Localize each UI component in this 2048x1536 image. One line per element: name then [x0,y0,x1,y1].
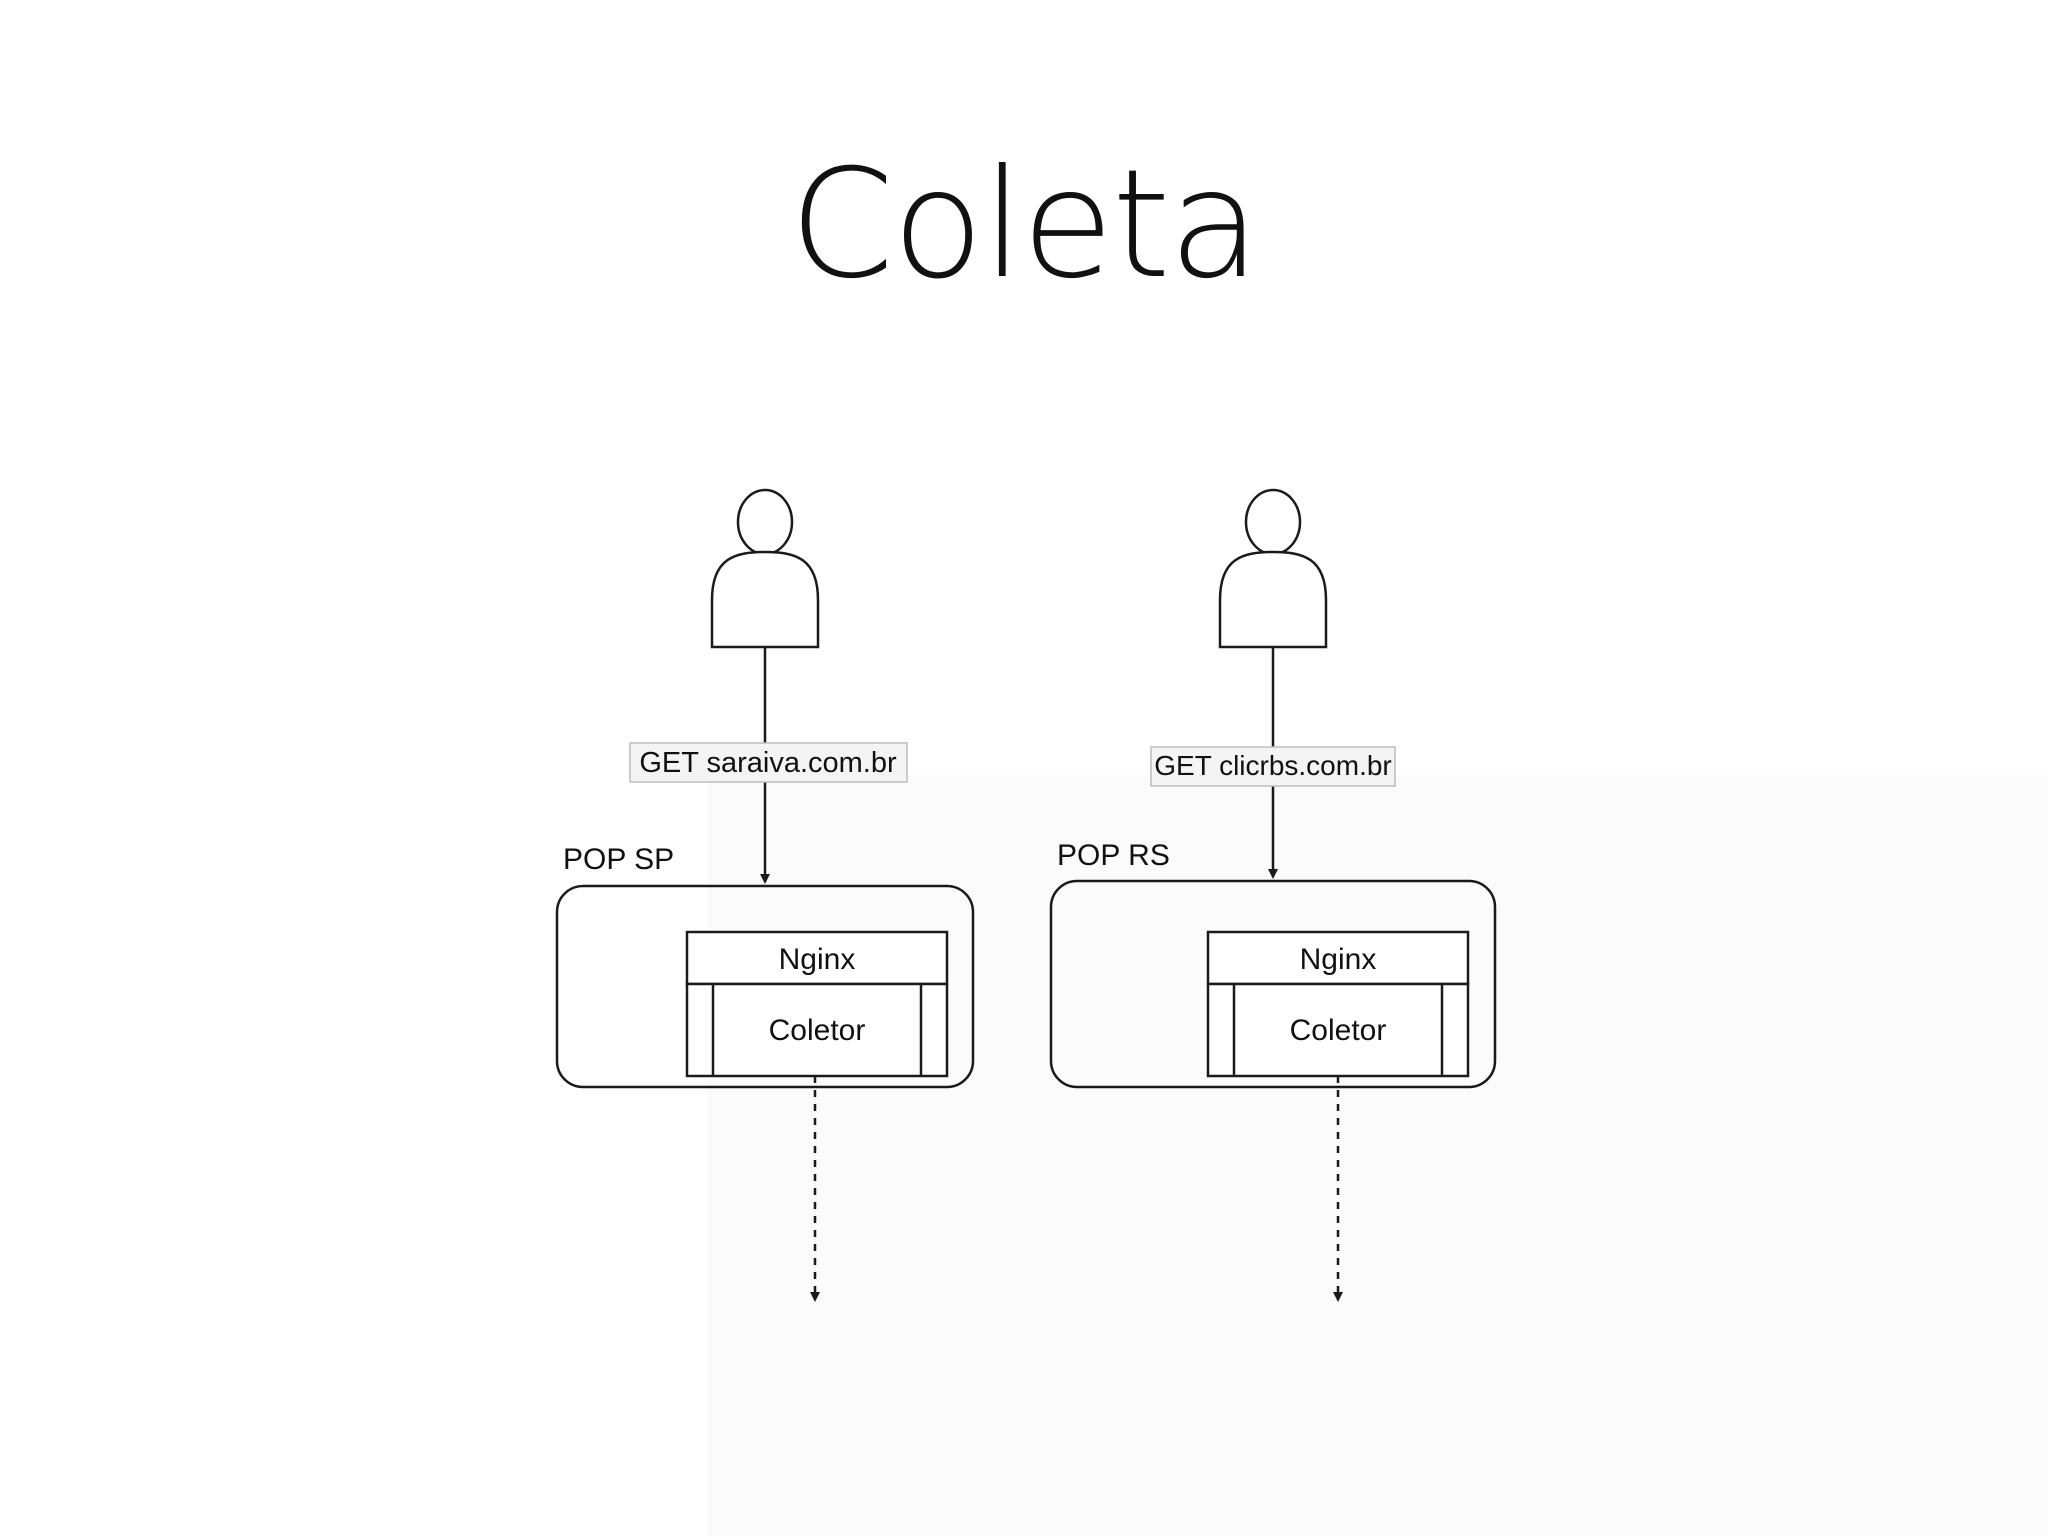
nginx-label: Nginx [779,943,856,976]
request-label-box [1150,746,1396,787]
pop-label: POP SP [563,843,674,876]
collector-box [1206,982,1470,1078]
diagram-background-panel [707,775,2048,1536]
collector-box [685,982,949,1078]
pop-label: POP RS [1057,839,1170,872]
request-label: GET clicrbs.com.br [1154,750,1392,781]
user-icon [1218,488,1328,649]
collector-label: Coletor [769,1014,866,1047]
pop-container [1049,879,1497,1089]
collector-label: Coletor [1290,1014,1387,1047]
slide-title: Coleta [789,138,1260,312]
pop-container [555,884,975,1089]
pop-rs-group: GET clicrbs.com.br POP RS Nginx Coletor [1049,488,1497,1302]
pop-sp-group: GET saraiva.com.br POP SP Nginx Coletor [555,488,975,1302]
nginx-label: Nginx [1300,943,1377,976]
nginx-box [685,930,949,986]
user-icon [710,488,820,649]
request-label: GET saraiva.com.br [639,747,897,779]
request-label-box [629,742,908,783]
